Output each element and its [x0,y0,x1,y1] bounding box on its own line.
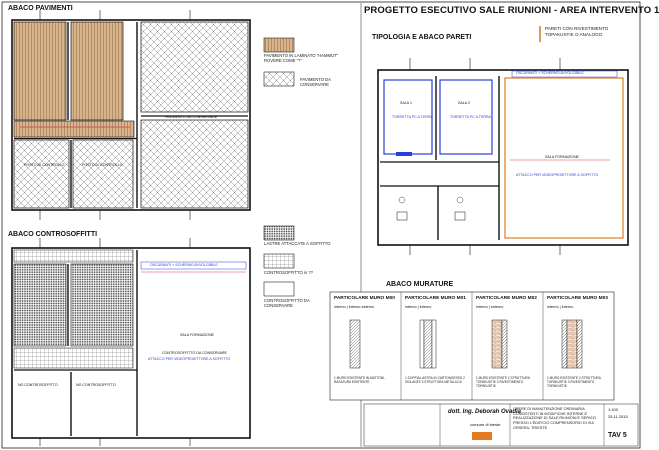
legend-label-grid: CONTROSOFFITTO in ?? [264,270,314,275]
muro-m03-sub: interno | interno [547,305,574,309]
legend-label-blank: CONTROSOFFITTO DA CONSERVARE [264,298,310,309]
legend-diag-swatch [263,71,295,87]
pav-room-a: POSTO DI CONTROLLO [24,163,65,167]
muro-m02-title: PARTICOLARE MURO M02 [476,296,537,301]
legend-label-wood: PAVIMENTO IN LAMINATO "HAMMUT" ROVERE CO… [264,53,339,64]
drawing-canvas [1,1,641,449]
pareti-sala-formazione: SALA FORMAZIONE [545,155,579,159]
title-block-frame [363,403,639,447]
pareti-blue-band: OSCURANTI + SCHERMO AVVOLGIBILE [516,71,584,75]
pav-room-b: POSTO DI CONTROLLO [82,163,123,167]
section-title-murature: ABACO MURATURE [386,281,454,288]
section-title-pavimenti: ABACO PAVIMENTI [8,5,73,12]
legend-dots-swatch [263,225,295,241]
pareti-torretta1: TORRETTA PC A TERRA [392,115,433,119]
legend-label-dots: LASTRE ATTACCATE A SOFFITTO [264,241,331,246]
pav-conserve-label: PAVIMENTO DA CONSERVARE [165,115,218,119]
legend-blank-swatch [263,281,295,297]
legend-grid-swatch [263,253,295,269]
pareti-sala2: SALA 2 [458,101,470,105]
tb-comune: comune di trieste [470,422,501,427]
pareti-attach-label: ATTACCO PER VIDEOPROIETTORE A SOFFITTO [516,173,599,177]
tb-tav: TAV 5 [608,432,627,439]
muro-m01-note: 1 DOPPIA LASTRA IN CARTONGESSO 2 ISOLANT… [405,376,465,384]
muro-m01-sub: interno | interno [405,305,432,309]
section-title-controsoffitti: ABACO CONTROSOFFITTI [8,231,98,238]
tb-date: 25.11.2015 [608,414,628,419]
pareti-torretta2: TORRETTA PC A TERRA [450,115,491,119]
plan-pareti [377,26,629,255]
muro-m01-title: PARTICOLARE MURO M01 [405,296,466,301]
cs-room-label: SALA FORMAZIONE [180,333,214,337]
legend-label-pareti: PARETI CON RIVESTIMENTO TOPAKUSTIK O ANA… [545,26,609,37]
tb-description: OPERE DI MANUTENZIONE ORDINARIA CONSISTE… [513,407,596,430]
muro-m00-note: 1 MURO ESISTENTE IN MATTONI, RASATURA ES… [334,376,385,384]
muro-m02-note: 1 MURO ESISTENTE 2 STRUTTURA TOPAKUSTIK … [476,376,530,388]
tb-designer: dott. Ing. Deborah Ovadia [448,409,522,415]
plan-pavimenti [11,10,251,220]
cs-blue-band: OSCURANTI + SCHERMO AVVOLGIBILE [150,263,218,267]
legend-label-conserve: PAVIMENTO DA CONSERVARE [300,77,331,88]
cs-conserve-label: CONTROSOFFITTO DA CONSERVARE [162,351,227,355]
cs-attach-label: ATTACCO PER VIDEOPROIETTORE A SOFFITTO [148,357,231,361]
cs-no-cs-b: NO CONTROSOFFITTO [76,383,116,387]
muro-m03-title: PARTICOLARE MURO M03 [547,296,608,301]
muro-m00-sub: interno | interno-esterno [334,305,375,309]
plan-controsoffitti [11,238,251,446]
muro-m03-note: 1 MURO ESISTENTE 2 STRUTTURA TOPAKUSTIK … [547,376,601,388]
legend-wood-swatch [263,37,295,53]
muro-m02-sub: interno | esterno [476,305,504,309]
pareti-sala1: SALA 1 [400,101,412,105]
section-title-pareti: TIPOLOGIA E ABACO PARETI [372,34,472,41]
murature-frame [329,291,615,401]
tb-scale: 1:100 [608,407,619,412]
sheet-title: PROGETTO ESECUTIVO SALE RIUNIONI - AREA … [364,5,659,16]
muro-m00-title: PARTICOLARE MURO M00 [334,296,395,301]
cs-no-cs-a: NO CONTROSOFFITTO [18,383,58,387]
